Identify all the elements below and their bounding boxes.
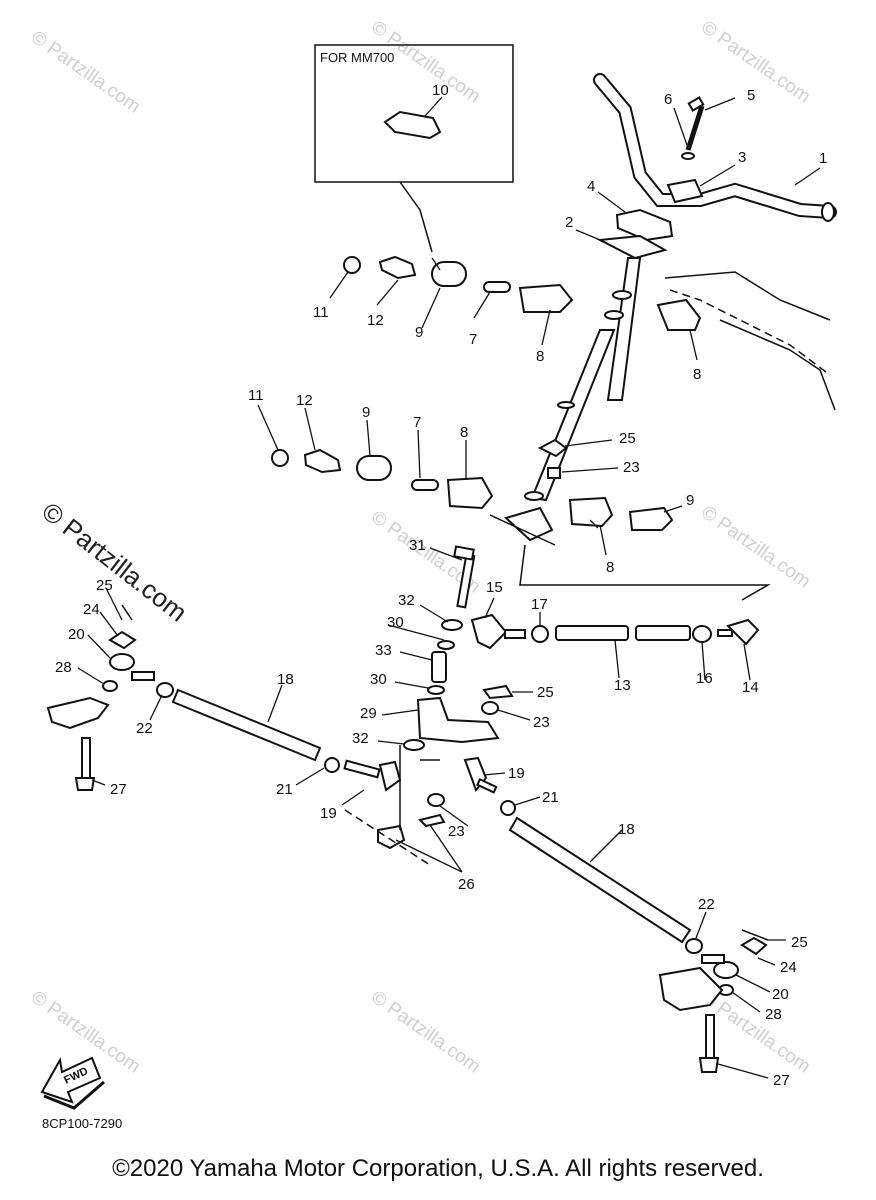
part-10-bracket bbox=[383, 110, 442, 140]
callout-15: 15 bbox=[486, 579, 503, 596]
callout-4: 4 bbox=[587, 178, 595, 195]
tie-rods bbox=[156, 682, 703, 954]
callout-13: 13 bbox=[614, 677, 631, 694]
callout-8: 8 bbox=[536, 348, 544, 365]
callout-22: 22 bbox=[698, 896, 715, 913]
callout-21: 21 bbox=[276, 781, 293, 798]
callout-8: 8 bbox=[460, 424, 468, 441]
callout-33: 33 bbox=[375, 642, 392, 659]
watermark: © Partzilla.com bbox=[697, 17, 814, 108]
inset-box: FOR MM700 bbox=[314, 44, 514, 253]
callout-27: 27 bbox=[110, 781, 127, 798]
callout-25: 25 bbox=[619, 430, 636, 447]
callout-10: 10 bbox=[432, 82, 449, 99]
callout-28: 28 bbox=[55, 659, 72, 676]
callout-17: 17 bbox=[531, 596, 548, 613]
callout-19: 19 bbox=[508, 765, 525, 782]
callout-14: 14 bbox=[742, 679, 759, 696]
part-2-plate bbox=[596, 234, 668, 260]
callout-23: 23 bbox=[623, 459, 640, 476]
callout-25: 25 bbox=[791, 934, 808, 951]
callout-23: 23 bbox=[533, 714, 550, 731]
callout-30: 30 bbox=[387, 614, 404, 631]
middle-bushing-row bbox=[271, 438, 674, 531]
part-8-holder-right bbox=[656, 298, 702, 331]
callout-9: 9 bbox=[686, 492, 694, 509]
upper-bushing-row bbox=[343, 255, 574, 313]
callout-1: 1 bbox=[819, 150, 827, 167]
callout-20: 20 bbox=[68, 626, 85, 643]
callout-25: 25 bbox=[96, 577, 113, 594]
center-arm-assembly bbox=[324, 545, 760, 866]
inset-title: FOR MM700 bbox=[320, 50, 394, 65]
callout-12: 12 bbox=[296, 392, 313, 409]
callout-9: 9 bbox=[362, 404, 370, 421]
right-spindle bbox=[658, 929, 769, 1073]
callout-32: 32 bbox=[398, 592, 415, 609]
callout-11: 11 bbox=[313, 304, 329, 321]
callout-27: 27 bbox=[773, 1072, 790, 1089]
callout-7: 7 bbox=[469, 331, 477, 348]
callout-19: 19 bbox=[320, 805, 337, 822]
callout-25: 25 bbox=[537, 684, 554, 701]
callout-8: 8 bbox=[606, 559, 614, 576]
callout-32: 32 bbox=[352, 730, 369, 747]
frame-outline bbox=[669, 289, 831, 376]
copyright-notice: ©2020 Yamaha Motor Corporation, U.S.A. A… bbox=[112, 1155, 764, 1182]
diagram-code: 8CP100-7290 bbox=[42, 1116, 122, 1131]
part-3-cap bbox=[666, 178, 704, 204]
callout-2: 2 bbox=[565, 214, 573, 231]
callout-8: 8 bbox=[693, 366, 701, 383]
frame-outline bbox=[664, 271, 836, 411]
callout-24: 24 bbox=[780, 959, 797, 976]
callouts: 1 2 3 4 5 6 7 8 8 9 10 11 12 11 12 9 7 8… bbox=[55, 82, 827, 1089]
steering-column bbox=[489, 257, 642, 546]
callout-3: 3 bbox=[738, 149, 746, 166]
part-4-holder bbox=[615, 208, 674, 242]
callout-16: 16 bbox=[696, 670, 713, 687]
callout-24: 24 bbox=[83, 601, 100, 618]
handlebar-assembly bbox=[593, 73, 837, 260]
callout-30: 30 bbox=[370, 671, 387, 688]
callout-11: 11 bbox=[248, 387, 264, 404]
leader-lines bbox=[77, 97, 821, 1079]
callout-7: 7 bbox=[413, 414, 421, 431]
callout-6: 6 bbox=[664, 91, 672, 108]
left-spindle bbox=[46, 604, 155, 791]
watermark: © Partzilla.com bbox=[697, 502, 814, 593]
watermark: © Partzilla.com bbox=[27, 27, 144, 118]
callout-18: 18 bbox=[277, 671, 294, 688]
callout-9: 9 bbox=[415, 324, 423, 341]
link-line bbox=[519, 544, 771, 601]
callout-26: 26 bbox=[458, 876, 475, 893]
callout-23: 23 bbox=[448, 823, 465, 840]
callout-21: 21 bbox=[542, 789, 559, 806]
callout-12: 12 bbox=[367, 312, 384, 329]
callout-29: 29 bbox=[360, 705, 377, 722]
callout-20: 20 bbox=[772, 986, 789, 1003]
callout-28: 28 bbox=[765, 1006, 782, 1023]
watermark: © Partzilla.com bbox=[367, 987, 484, 1078]
watermark-large: © Partzilla.com bbox=[36, 496, 193, 628]
callout-22: 22 bbox=[136, 720, 153, 737]
fwd-arrow: FWD bbox=[40, 1056, 105, 1110]
callout-31: 31 bbox=[409, 537, 426, 554]
callout-18: 18 bbox=[618, 821, 635, 838]
callout-5: 5 bbox=[747, 87, 755, 104]
